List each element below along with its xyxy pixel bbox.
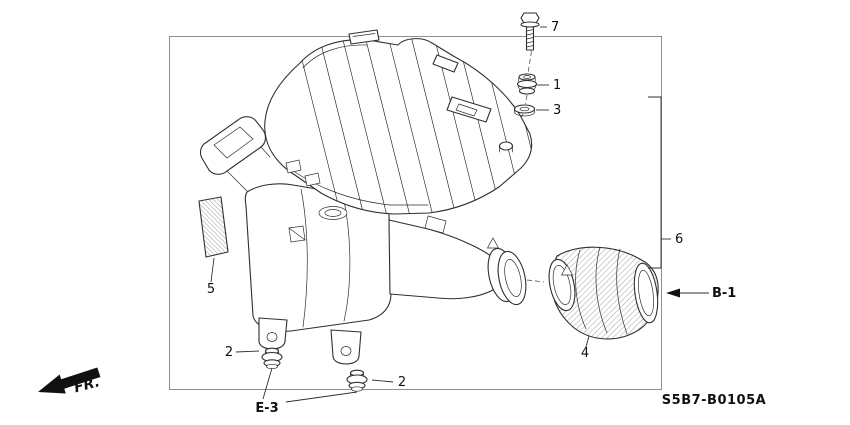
- fr-label: FR.: [72, 374, 101, 396]
- part-code: S5B7-B0105A: [662, 393, 766, 408]
- resonator-pad: [198, 196, 229, 258]
- ref-e3[interactable]: E-3: [255, 401, 278, 416]
- leader-lines: [210, 26, 671, 403]
- air-intake-tube: [548, 246, 659, 340]
- inlet-snout: [199, 116, 271, 192]
- arrow-left-icon: [666, 288, 680, 298]
- callout-3[interactable]: 3: [553, 103, 561, 118]
- mount-rubber-1: [261, 347, 283, 370]
- outlet-flange: [487, 247, 545, 306]
- bolt: [520, 12, 540, 51]
- callout-1[interactable]: 1: [553, 78, 561, 93]
- b1-arrow: [666, 288, 709, 298]
- air-cleaner-case: [244, 183, 504, 365]
- warning-triangle-icon: [486, 237, 500, 249]
- warning-triangle-icon: [560, 264, 574, 276]
- callout-7[interactable]: 7: [551, 20, 559, 35]
- callout-6[interactable]: 6: [675, 232, 683, 247]
- callout-2-left[interactable]: 2: [225, 345, 233, 360]
- fr-arrow: [38, 367, 101, 394]
- bracket-part-6: [648, 96, 662, 269]
- callout-2-right[interactable]: 2: [398, 375, 406, 390]
- callout-5[interactable]: 5: [207, 282, 215, 297]
- callout-4[interactable]: 4: [581, 346, 589, 361]
- collar: [513, 104, 536, 117]
- mount-rubber-2: [346, 369, 368, 392]
- ref-b1[interactable]: B-1: [712, 286, 736, 301]
- air-cleaner-cover: [264, 29, 533, 215]
- diagram-border: [169, 36, 662, 390]
- bolt-boss: [498, 141, 514, 153]
- mounting-rubber: [516, 73, 538, 95]
- fr-direction-icon: [38, 367, 101, 394]
